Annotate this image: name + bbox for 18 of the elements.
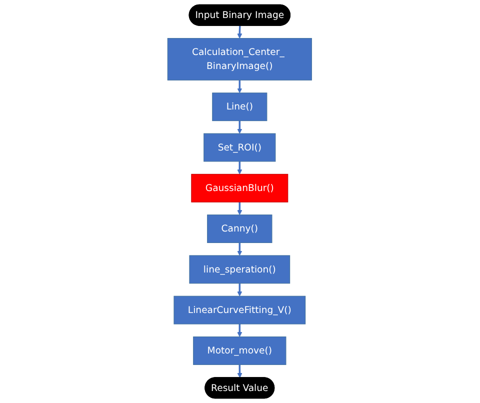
arrow	[237, 324, 243, 338]
node-box	[193, 336, 287, 365]
arrow	[237, 120, 243, 134]
arrow	[238, 364, 243, 378]
arrow	[237, 242, 243, 256]
arrow	[237, 283, 243, 296]
node-box	[168, 38, 312, 80]
node-box	[212, 92, 268, 122]
node-box	[192, 174, 288, 202]
flowchart: Input Binary Image Calculation_Center_ BinaryImage() Line() Set_ROI() GaussianBlur() Canny() line_speration() LinearCurveFitting_V() Motor_move() Result Value	[163, 0, 317, 403]
node-box	[174, 296, 306, 324]
node-box	[207, 214, 273, 243]
node-box	[190, 255, 290, 284]
node-box	[204, 133, 276, 162]
arrow	[237, 161, 243, 174]
arrow	[237, 26, 243, 39]
arrow	[237, 80, 243, 94]
arrow	[237, 202, 243, 216]
